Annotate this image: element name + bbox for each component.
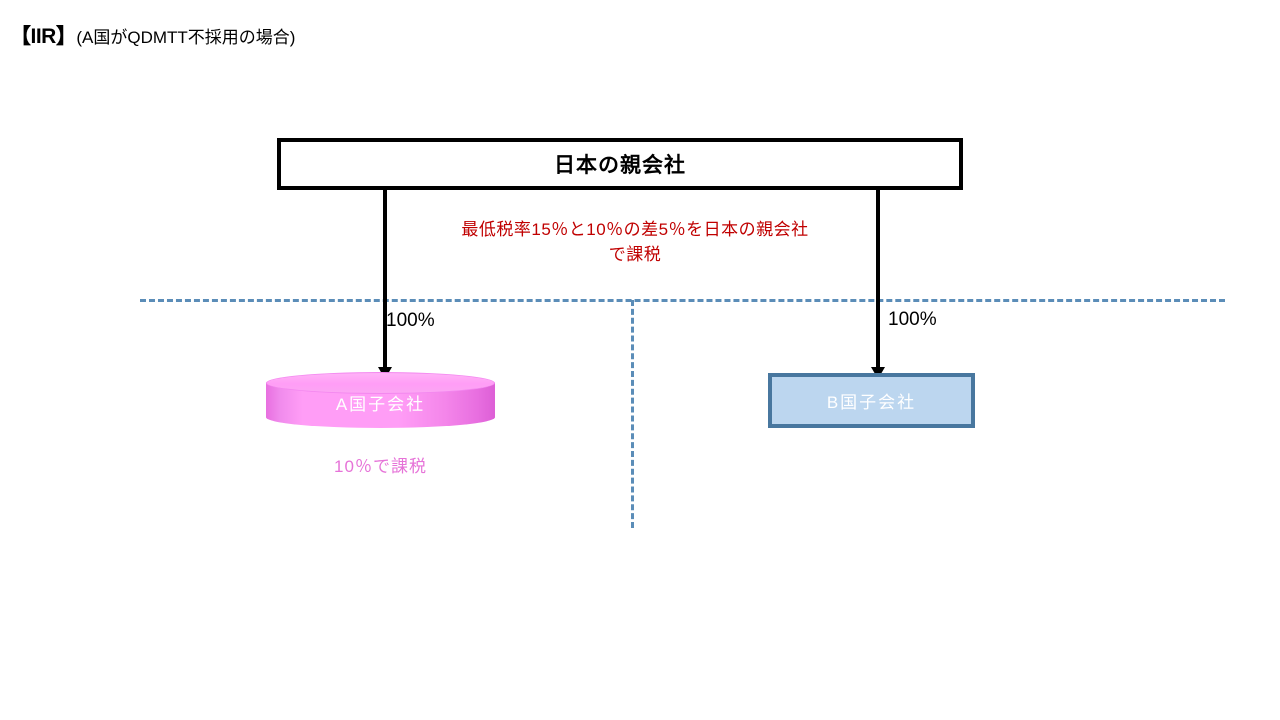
subsidiary-a-cylinder: A国子会社 <box>266 372 495 428</box>
subsidiary-b-label: B国子会社 <box>826 393 917 412</box>
ownership-arrow-a <box>378 190 392 379</box>
tax-annotation-red: 最低税率15％と10％の差5％を日本の親会社で課税 <box>461 220 809 264</box>
page-title-subtitle: (A国がQDMTT不採用の場合) <box>76 28 296 47</box>
page-title-tag: 【IIR】 <box>10 25 77 48</box>
page-title: 【IIR】(A国がQDMTT不採用の場合) <box>10 26 295 47</box>
cylinder-top-ellipse <box>266 372 495 394</box>
ownership-arrow-b <box>871 190 885 379</box>
jurisdiction-border-vertical <box>631 300 634 528</box>
tax-annotation-pink: 10％で課税 <box>334 457 427 476</box>
parent-company-box: 日本の親会社 <box>277 138 963 190</box>
parent-company-label: 日本の親会社 <box>554 154 686 177</box>
ownership-percent-a: 100% <box>386 310 435 331</box>
subsidiary-b-box: B国子会社 <box>768 373 975 428</box>
subsidiary-a-label: A国子会社 <box>335 395 426 414</box>
jurisdiction-border-horizontal <box>140 299 1225 302</box>
ownership-percent-b: 100% <box>888 309 937 330</box>
